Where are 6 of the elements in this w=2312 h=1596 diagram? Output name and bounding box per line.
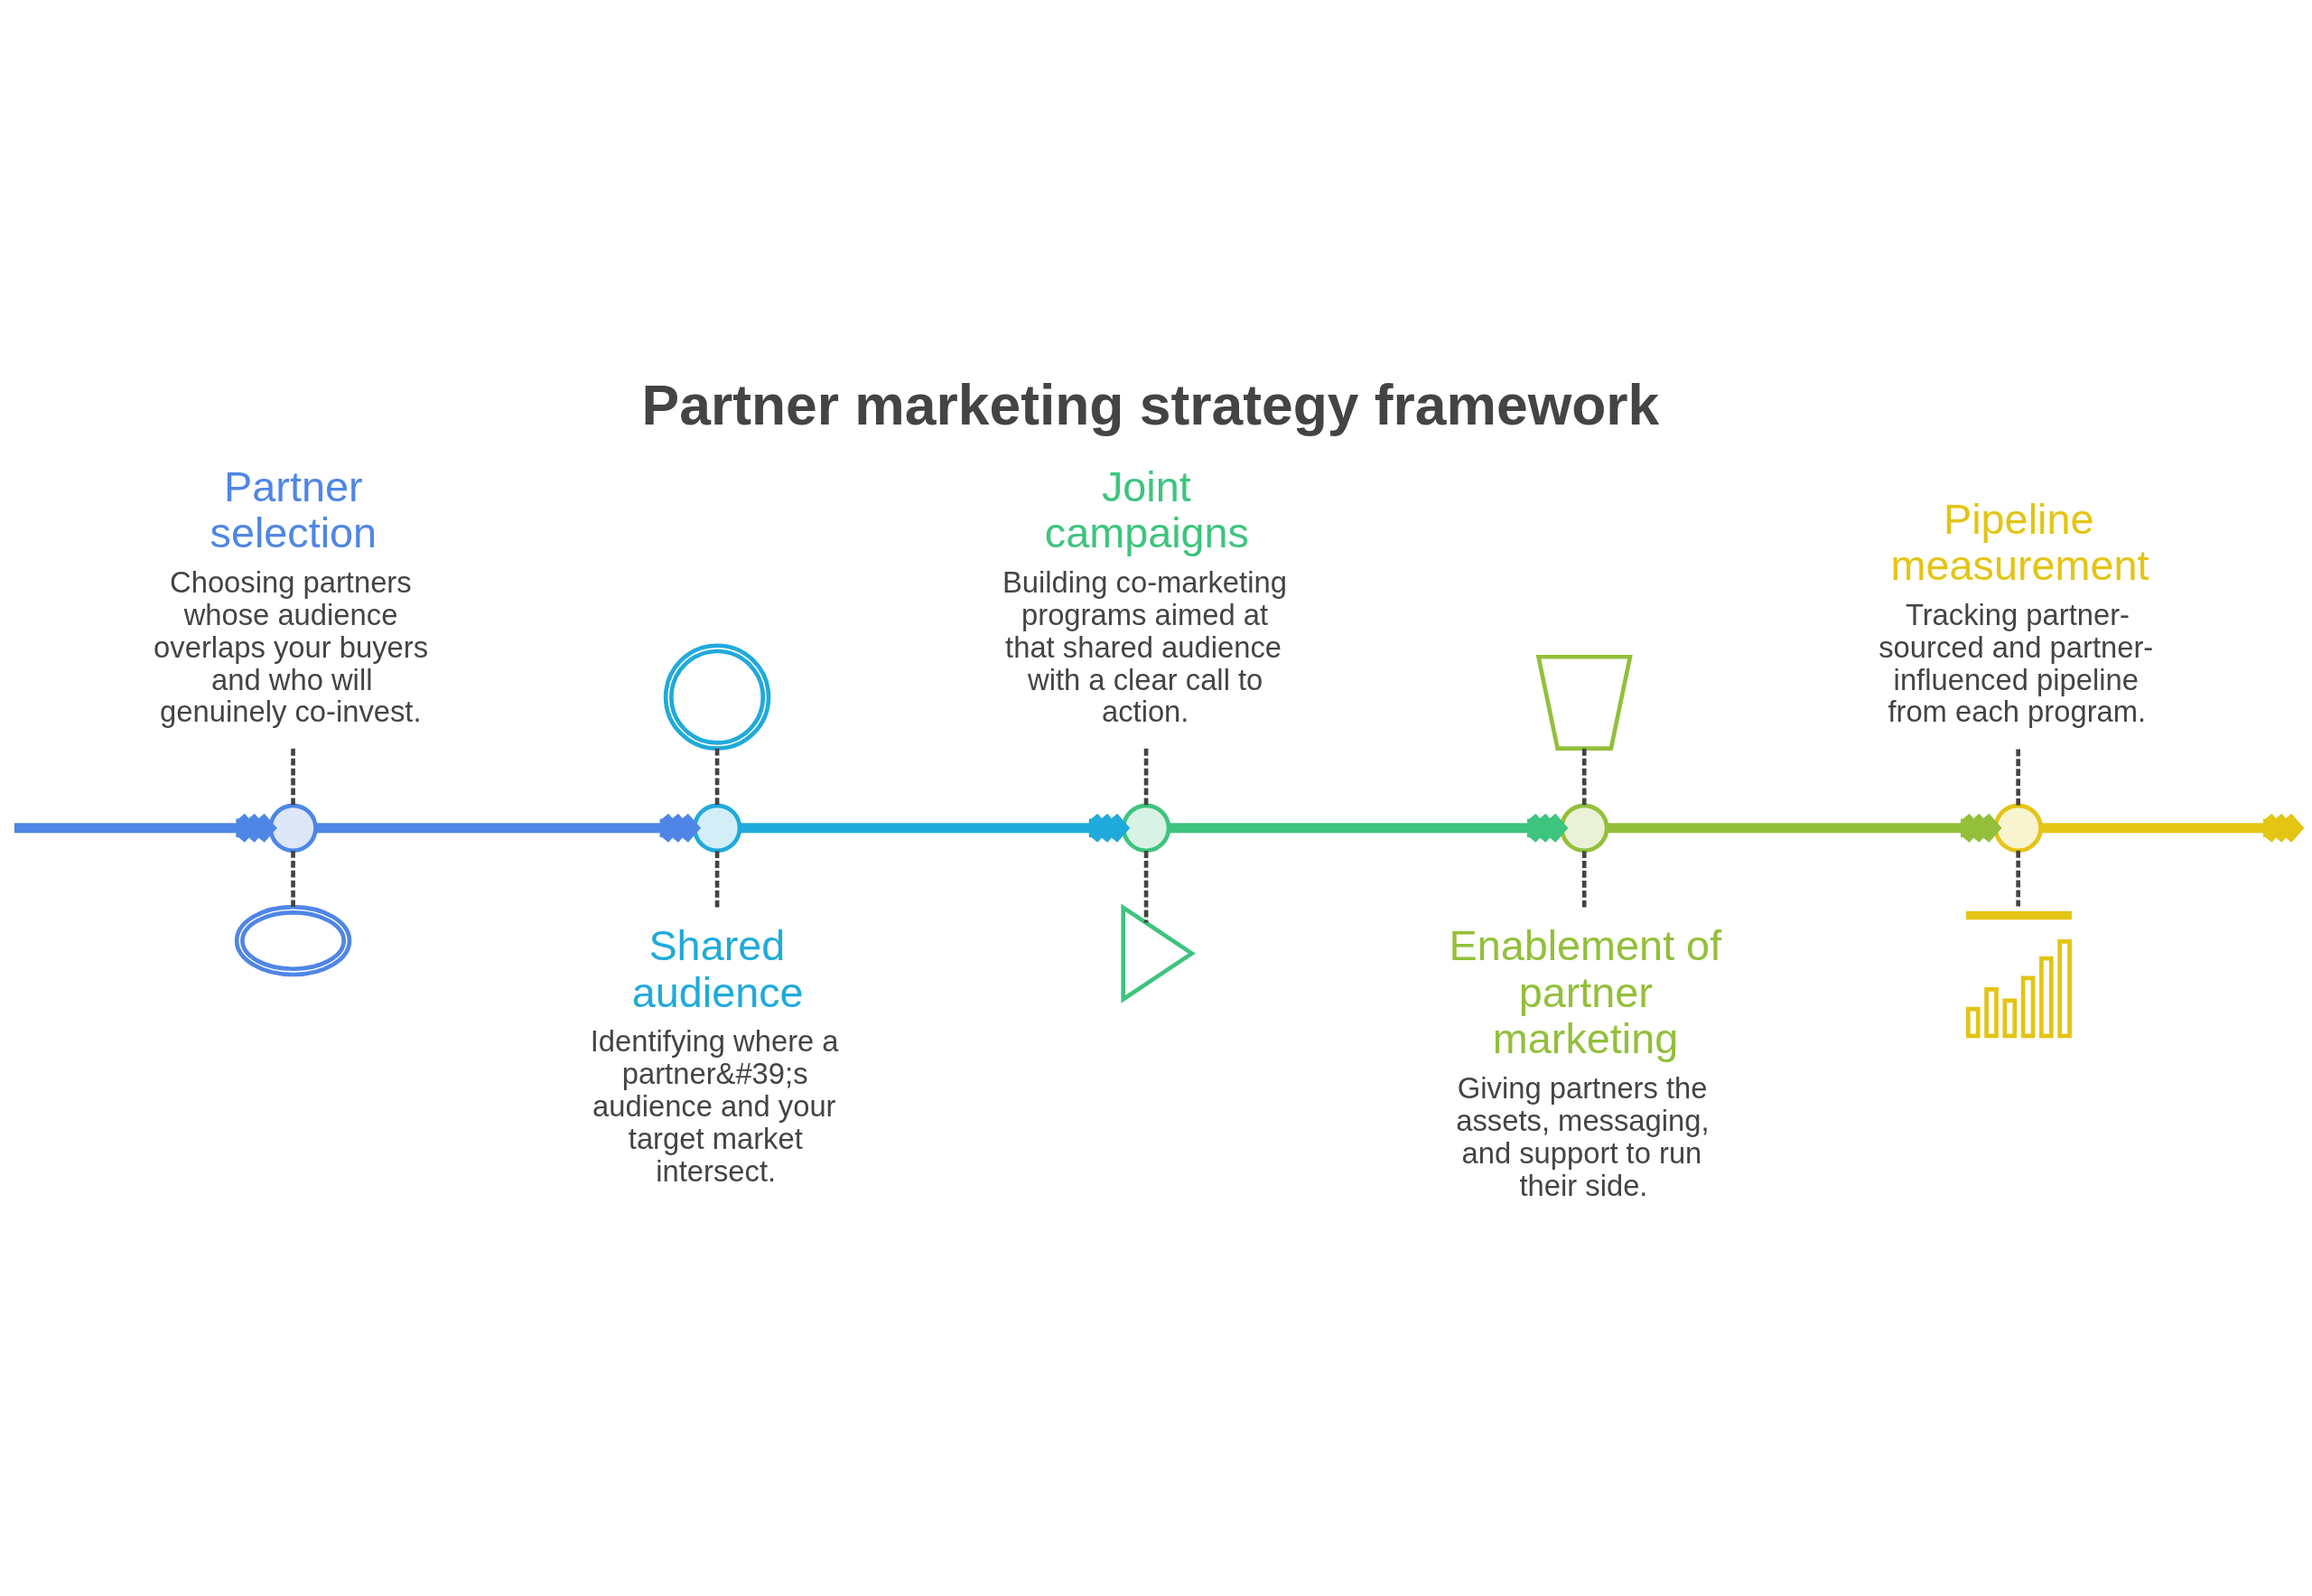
diagram-title: Partner marketing strategy framework: [641, 373, 1660, 436]
node-text: Partner selection Choosing partners whose audience overlaps your buyers and who will genuinely co-invest.: [154, 462, 429, 728]
node-text: Enablement of partner marketing Giving partners the assets, messaging, and support to run their side.: [1449, 921, 1722, 1202]
node-text: Shared audience Identifying where a partner&#39;s audience and your target market intersect.: [590, 921, 839, 1188]
node-text: Pipeline measurement Tracking partner-sourced and partner-influenced pipeline from each program.: [1878, 495, 2154, 728]
node-text: Joint campaigns Building co-marketing programs aimed at that shared audience with a clear call to action.: [1002, 462, 1287, 728]
